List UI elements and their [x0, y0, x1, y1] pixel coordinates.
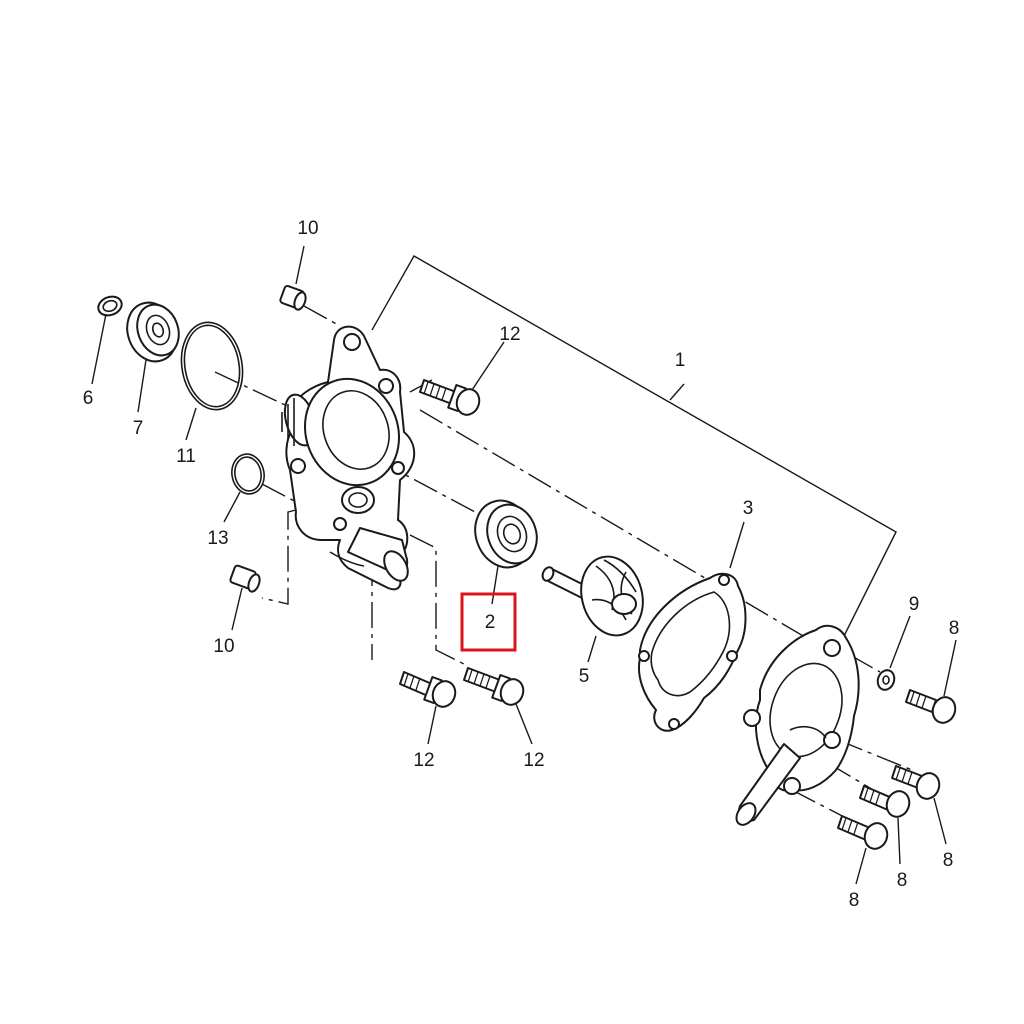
- gasket-part-3: [638, 521, 747, 732]
- bolt-part-8-b: [891, 765, 947, 845]
- pump-housing: [281, 325, 415, 591]
- oil-seal-part-2: [474, 499, 538, 605]
- callout-12-upper: 12: [499, 324, 520, 345]
- impeller-part-5: [541, 555, 644, 663]
- bearing-part-7: [126, 301, 180, 413]
- callout-1: 1: [675, 350, 686, 371]
- part-2-highlight-box: [460, 592, 517, 652]
- callout-6: 6: [83, 388, 94, 409]
- washer-part-9: [876, 615, 911, 691]
- callout-10-upper: 10: [297, 218, 318, 239]
- bolt-part-8-c: [859, 785, 911, 865]
- callout-12-lower-right: 12: [523, 750, 544, 771]
- callout-11: 11: [176, 446, 196, 467]
- bolt-part-12-lower-left: [399, 671, 457, 745]
- bolt-part-8-d: [837, 815, 889, 885]
- o-ring-part-11: [180, 321, 244, 441]
- dowel-pin-part-10-upper: [279, 245, 307, 311]
- callout-7: 7: [133, 418, 144, 439]
- pump-cover: [735, 624, 860, 826]
- callout-9: 9: [909, 594, 920, 615]
- callout-10-lower: 10: [213, 636, 234, 657]
- bolt-part-8-a: [905, 639, 957, 724]
- circlip-part-6: [91, 295, 123, 385]
- callout-5: 5: [579, 666, 590, 687]
- callout-3: 3: [743, 498, 754, 519]
- callout-8-b: 8: [943, 850, 954, 871]
- bolt-part-12-upper: [419, 341, 505, 416]
- bolt-part-12-lower-right: [463, 667, 533, 745]
- callout-2: 2: [485, 612, 496, 633]
- callout-12-lower-left: 12: [413, 750, 434, 771]
- dowel-pin-part-10-lower: [229, 564, 261, 631]
- callout-8-a: 8: [949, 618, 960, 639]
- callout-labels: 1 2 3 5 6 7 8 8 8 8 9 10 10 11 12 12 12 …: [83, 218, 960, 911]
- callout-8-d: 8: [849, 890, 860, 911]
- callout-8-c: 8: [897, 870, 908, 891]
- o-ring-part-13: [223, 453, 265, 523]
- callout-13: 13: [207, 528, 228, 549]
- assembly-bracket-part-1: [371, 255, 897, 637]
